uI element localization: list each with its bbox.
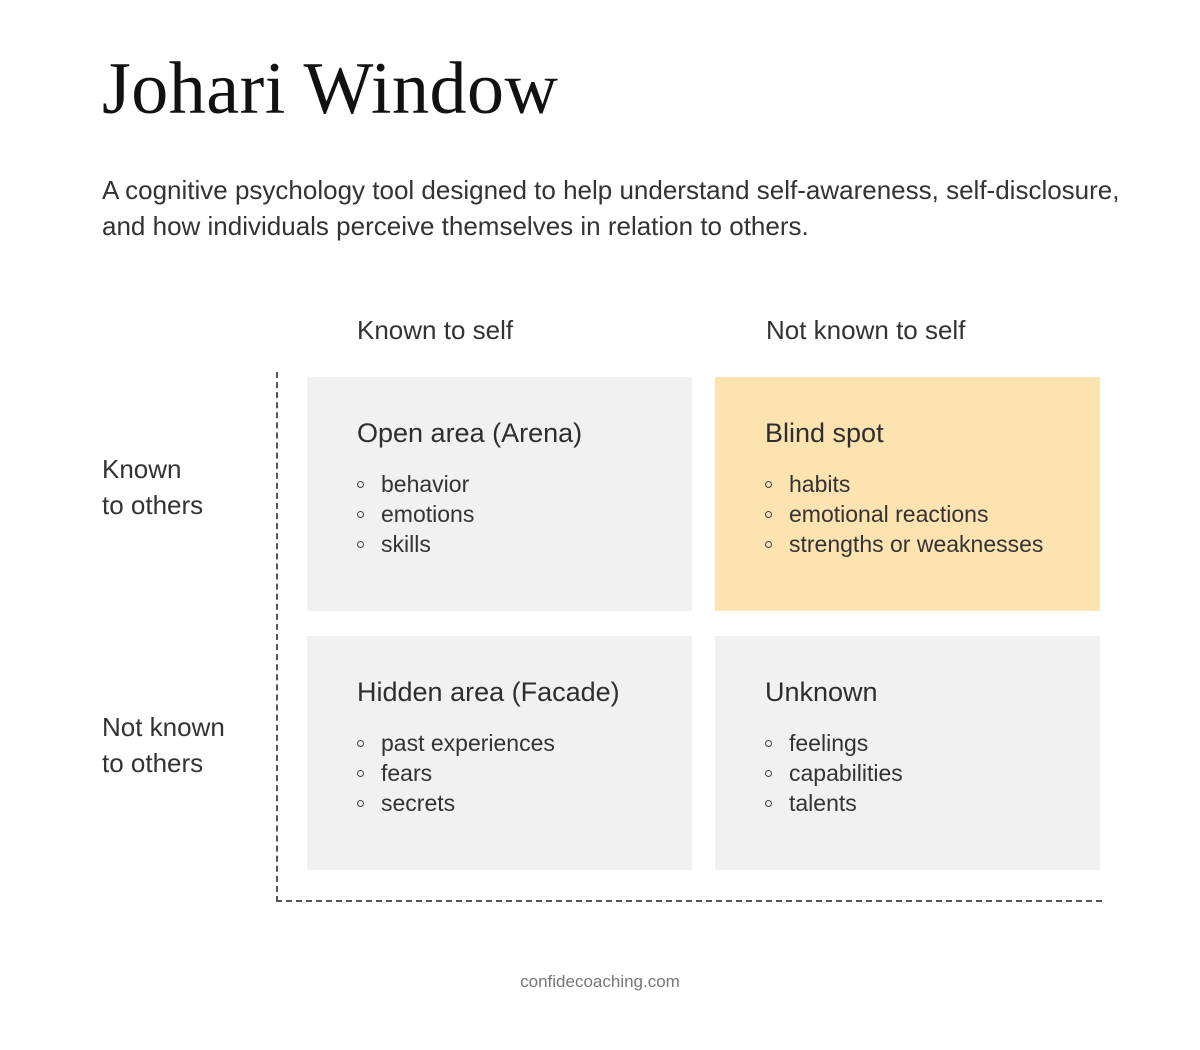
bullet-icon — [765, 510, 772, 518]
list-item: emotions — [357, 499, 692, 529]
row-header-not-known-to-others: Not known to others — [102, 709, 225, 781]
list-item: behavior — [357, 469, 692, 499]
row-header-line: Not known — [102, 712, 225, 742]
bullet-icon — [357, 510, 364, 518]
quadrant-title: Unknown — [765, 677, 878, 707]
subtitle: A cognitive psychology tool designed to … — [102, 175, 1120, 241]
quadrant-hidden-area: Hidden area (Facade) past experiences fe… — [307, 636, 692, 870]
list-item: emotional reactions — [765, 499, 1100, 529]
list-item: secrets — [357, 788, 692, 818]
quadrant-open-area: Open area (Arena) behavior emotions skil… — [307, 377, 692, 611]
quadrant-list: feelings capabilities talents — [765, 728, 1100, 818]
row-header-line: to others — [102, 490, 204, 520]
row-header-line: Known — [102, 454, 182, 484]
column-header-not-known-to-self: Not known to self — [766, 315, 966, 345]
quadrant-unknown: Unknown feelings capabilities talents — [715, 636, 1100, 870]
list-item: skills — [357, 529, 692, 559]
bullet-icon — [765, 480, 772, 488]
bullet-icon — [357, 739, 364, 747]
list-item: capabilities — [765, 758, 1100, 788]
quadrant-blind-spot: Blind spot habits emotional reactions st… — [715, 377, 1100, 611]
bullet-icon — [357, 769, 364, 777]
footer-source: confidecoaching.com — [520, 972, 680, 991]
quadrant-title: Blind spot — [765, 418, 884, 448]
bullet-icon — [357, 480, 364, 488]
bullet-icon — [357, 799, 364, 807]
bullet-icon — [765, 739, 772, 747]
row-header-known-to-others: Known to others — [102, 451, 203, 523]
list-item: fears — [357, 758, 692, 788]
column-header-known-to-self: Known to self — [357, 315, 514, 345]
quadrant-list: habits emotional reactions strengths or … — [765, 469, 1100, 559]
bullet-icon — [765, 799, 772, 807]
list-item: past experiences — [357, 728, 692, 758]
list-item: feelings — [765, 728, 1100, 758]
bullet-icon — [765, 769, 772, 777]
horizontal-dashed-axis — [276, 900, 1102, 902]
bullet-icon — [765, 540, 772, 548]
list-item: habits — [765, 469, 1100, 499]
quadrant-title: Open area (Arena) — [357, 418, 583, 448]
page-title: Johari Window — [102, 48, 559, 130]
vertical-dashed-axis — [276, 372, 278, 902]
row-header-line: to others — [102, 748, 204, 778]
quadrant-title: Hidden area (Facade) — [357, 677, 620, 707]
quadrant-list: past experiences fears secrets — [357, 728, 692, 818]
list-item: strengths or weaknesses — [765, 529, 1100, 559]
bullet-icon — [357, 540, 364, 548]
quadrant-list: behavior emotions skills — [357, 469, 692, 559]
list-item: talents — [765, 788, 1100, 818]
